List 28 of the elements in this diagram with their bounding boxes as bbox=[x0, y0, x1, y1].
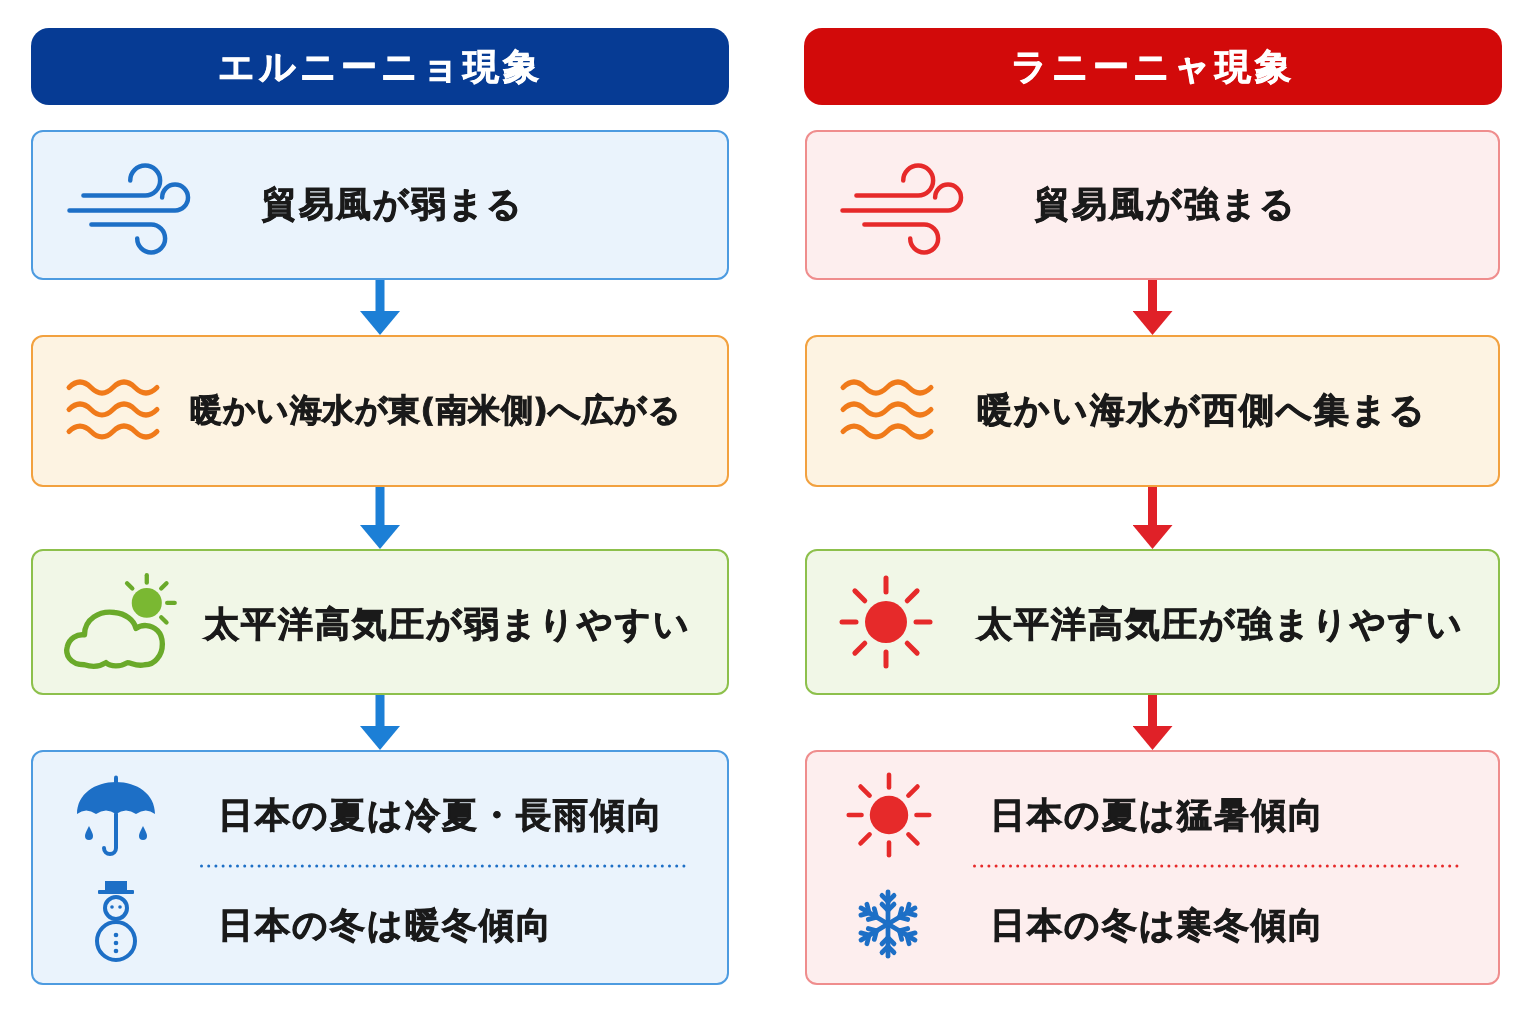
outcome-text: 日本の夏は猛暑傾向 bbox=[990, 794, 1325, 836]
header-band bbox=[31, 28, 729, 105]
step-text: 暖かい海水が東(南米側)へ広がる bbox=[190, 390, 682, 430]
outcome-box bbox=[31, 750, 729, 985]
step-text: 太平洋高気圧が強まりやすい bbox=[977, 603, 1464, 645]
outcome-text: 日本の夏は冷夏・長雨傾向 bbox=[218, 794, 664, 836]
step-box bbox=[31, 549, 729, 695]
arrow bbox=[360, 280, 400, 335]
header-band bbox=[804, 28, 1502, 105]
column-title: エルニーニョ現象 bbox=[217, 44, 543, 89]
arrow bbox=[1132, 280, 1173, 335]
arrow bbox=[360, 695, 400, 750]
step-box bbox=[31, 335, 729, 487]
step-text: 太平洋高気圧が弱まりやすい bbox=[204, 603, 691, 645]
step-box bbox=[805, 549, 1500, 695]
step-text: 暖かい海水が西側へ集まる bbox=[977, 389, 1427, 431]
step-text: 貿易風が弱まる bbox=[262, 183, 524, 225]
outcome-text: 日本の冬は暖冬傾向 bbox=[218, 904, 553, 946]
step-box bbox=[31, 130, 729, 280]
column-title: ラニーニャ現象 bbox=[1011, 44, 1295, 89]
arrow bbox=[1132, 487, 1173, 549]
arrow bbox=[360, 487, 400, 549]
arrow bbox=[1132, 695, 1173, 750]
outcome-box bbox=[805, 750, 1500, 985]
step-text: 貿易風が強まる bbox=[1035, 183, 1297, 225]
step-box bbox=[805, 335, 1500, 487]
step-box bbox=[805, 130, 1500, 280]
outcome-text: 日本の冬は寒冬傾向 bbox=[990, 904, 1325, 946]
